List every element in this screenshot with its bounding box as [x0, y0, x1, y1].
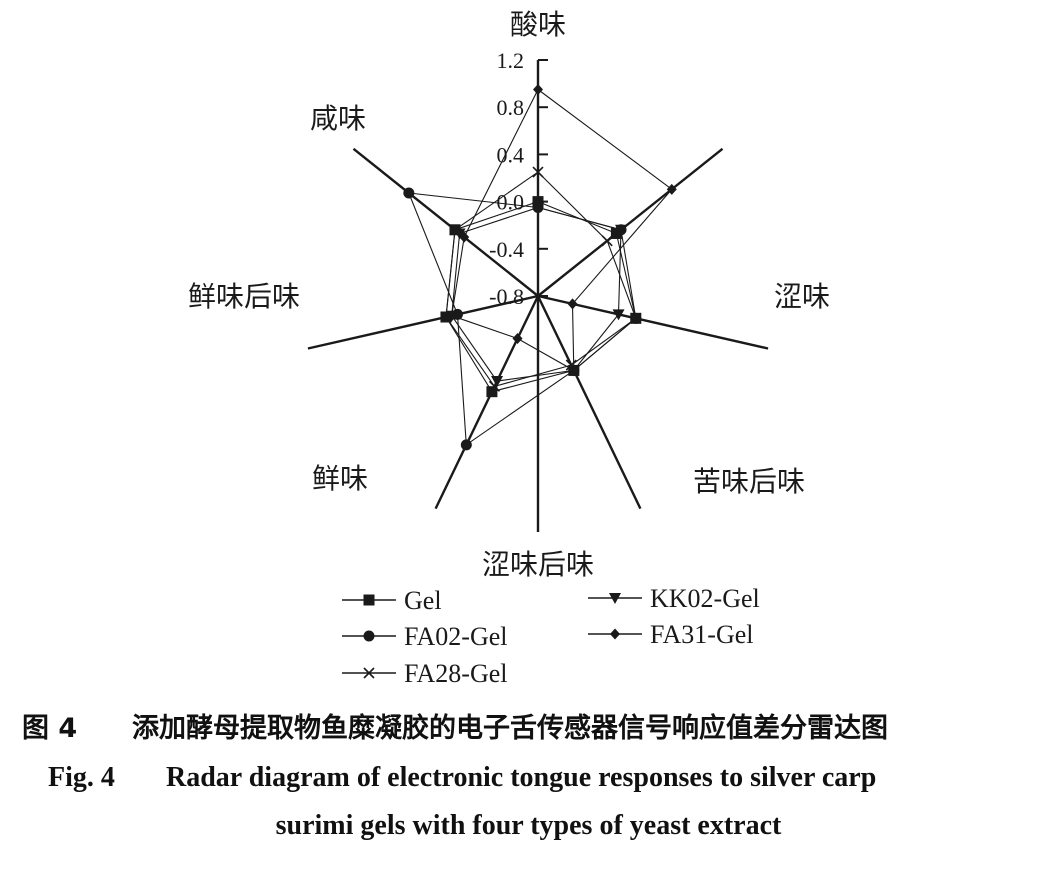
series-3-point-1 — [532, 166, 544, 178]
series-2-point-5 — [460, 439, 472, 451]
tick-label-5: -0.4 — [489, 237, 524, 262]
legend-marker-5 — [363, 667, 375, 679]
caption-chinese: 图 4 添加酵母提取物鱼糜凝胶的电子舌传感器信号响应值差分雷达图 — [0, 706, 1057, 745]
tick-label-2: 0.8 — [497, 95, 525, 120]
axis-label-7: 咸味 — [310, 102, 366, 135]
tick-label-4: 0.0 — [497, 190, 525, 215]
series-1-point-2 — [610, 227, 622, 239]
axis-label-6: 鲜味后味 — [188, 280, 300, 313]
axis-line-4 — [536, 295, 642, 510]
series-4-point-3 — [612, 309, 625, 321]
series-5-point-2 — [666, 183, 677, 195]
legend-label-4: FA31-Gel — [650, 620, 754, 649]
axis-label-1: 酸味 — [510, 8, 566, 41]
series-4-point-7 — [453, 228, 466, 240]
tick-label-1: 1.2 — [497, 48, 525, 73]
legend-marker-1 — [363, 594, 375, 606]
caption-cn-number: 图 4 — [22, 713, 78, 744]
caption-english-line2: surimi gels with four types of yeast ext… — [275, 810, 782, 841]
legend-item-1: Gel — [342, 586, 442, 615]
caption-en-text-1: Radar diagram of electronic tongue respo… — [166, 762, 877, 793]
legend-item-3: FA02-Gel — [342, 622, 508, 651]
caption-english-line1: Fig. 4 Radar diagram of electronic tongue… — [0, 762, 1057, 794]
caption-cn-text: 添加酵母提取物鱼糜凝胶的电子舌传感器信号响应值差分雷达图 — [132, 713, 888, 744]
axis-label-4: 涩味后味 — [482, 548, 594, 581]
series-3-point-3 — [630, 312, 642, 324]
series-5-point-4 — [568, 364, 579, 376]
legend-marker-4 — [610, 628, 620, 640]
series-5-point-3 — [567, 298, 578, 310]
series-3-point-2 — [601, 235, 613, 247]
series-1-point-1 — [532, 196, 544, 208]
series-5-point-7 — [459, 231, 470, 243]
series-5-point-5 — [512, 333, 523, 345]
series-4-point-5 — [491, 376, 504, 388]
series-5-point-6 — [446, 310, 457, 322]
axis-label-5: 鲜味 — [312, 462, 368, 495]
axis-line-7 — [352, 147, 539, 297]
legend-item-5: FA28-Gel — [342, 659, 508, 688]
series-4-point-1 — [532, 202, 544, 214]
axis-line-5 — [434, 295, 540, 510]
series-1-point-5 — [486, 386, 498, 398]
legend-label-2: KK02-Gel — [650, 584, 760, 613]
legend-marker-3 — [363, 630, 375, 642]
series-5 — [446, 84, 677, 376]
tick-label-6: -0.8 — [489, 284, 524, 309]
axis-line-6 — [307, 294, 539, 350]
axis-line-2 — [537, 147, 724, 297]
series-2-point-7 — [403, 187, 415, 199]
series-line-5 — [451, 88, 673, 372]
caption-en-number: Fig. 4 — [48, 762, 115, 793]
axis-label-3: 苦味后味 — [693, 465, 805, 498]
series-line-4 — [451, 206, 622, 382]
legend-label-5: FA28-Gel — [404, 659, 508, 688]
legend-marker-2 — [609, 593, 621, 604]
radar-chart: 酸味涩味苦味后味涩味后味鲜味鲜味后味咸味1.20.80.40.0-0.4-0.8… — [188, 8, 830, 688]
axis-label-2: 涩味 — [774, 280, 830, 313]
legend-item-2: KK02-Gel — [588, 584, 760, 613]
legend-label-3: FA02-Gel — [404, 622, 508, 651]
legend-label-1: Gel — [404, 586, 442, 615]
series-5-point-1 — [533, 84, 543, 95]
legend-item-4: FA31-Gel — [588, 620, 754, 649]
series-4-point-2 — [615, 224, 628, 236]
